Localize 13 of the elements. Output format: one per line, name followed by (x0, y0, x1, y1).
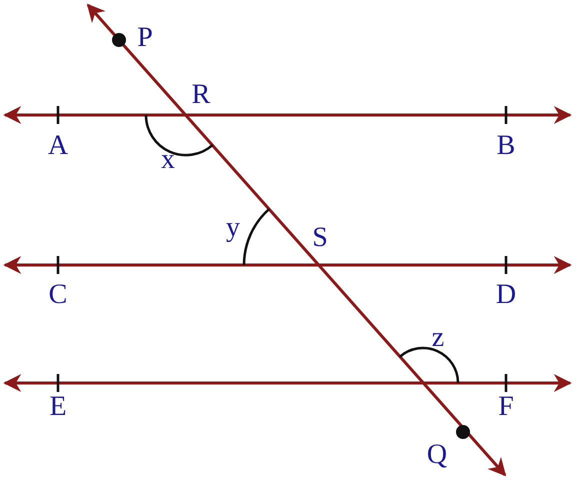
angle-label: z (432, 324, 444, 352)
point-label: D (496, 281, 516, 309)
point-label: B (496, 132, 516, 160)
point-label: C (48, 281, 68, 309)
point-label: A (48, 132, 68, 160)
point-label: Q (426, 441, 448, 469)
angle-label: y (226, 214, 240, 242)
angle-label: x (161, 146, 175, 174)
point-label: R (192, 81, 210, 109)
point-label: S (312, 224, 328, 252)
point-label: E (49, 393, 67, 421)
point-label: P (137, 24, 153, 52)
point-label: F (498, 393, 514, 421)
